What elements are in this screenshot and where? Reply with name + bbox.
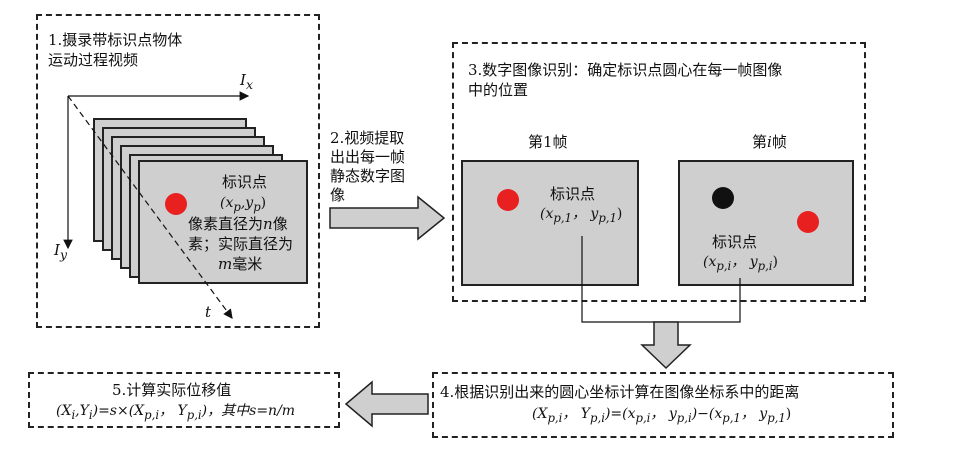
arrow-to-step5 bbox=[344, 380, 429, 428]
pixel-diameter-line1: 像素直径为n像 bbox=[188, 215, 288, 233]
frame1-marker-label: 标识点 bbox=[550, 185, 596, 203]
framei-label: 第i帧 bbox=[752, 133, 787, 151]
frame-i-previous-dot bbox=[712, 187, 734, 209]
frame1-marker-dot bbox=[497, 189, 519, 211]
video-frame-front bbox=[138, 160, 308, 284]
step2-line1: 2.视频提取 bbox=[330, 129, 405, 147]
arrow-to-step3 bbox=[329, 195, 446, 241]
step4-title: 4.根据识别出来的圆心坐标计算在图像坐标系中的距离 bbox=[440, 383, 800, 401]
step2-line2: 出出每一帧 bbox=[330, 148, 406, 166]
frame-i bbox=[678, 160, 854, 286]
frame-1 bbox=[461, 160, 639, 286]
framei-marker-coord: (xp,i， yp,i) bbox=[703, 254, 778, 273]
marker-coord: (xp,yp) bbox=[220, 195, 267, 214]
marker-label: 标识点 bbox=[222, 173, 268, 191]
step1-title-line1: 1.摄录带标识点物体 bbox=[48, 31, 183, 49]
step3-title-line2: 中的位置 bbox=[468, 81, 529, 99]
step1-title-line2: 运动过程视频 bbox=[48, 51, 139, 69]
frame-connector bbox=[581, 236, 741, 323]
frame1-marker-coord: (xp,1， yp,1) bbox=[540, 206, 623, 225]
frame-i-marker-dot bbox=[797, 211, 819, 233]
step1-box bbox=[36, 14, 320, 328]
step2-line4: 像 bbox=[330, 186, 346, 204]
axis-y-label: Iy bbox=[54, 241, 67, 262]
pixel-diameter-line2: 素；实际直径为 bbox=[188, 235, 294, 253]
step4-box bbox=[432, 372, 894, 438]
step5-formula: (Xi,Yi)=s×(Xp,i， Yp,i)，其中s=n/m bbox=[56, 403, 296, 422]
frame1-label: 第1帧 bbox=[528, 133, 568, 151]
step2-line3: 静态数字图 bbox=[330, 167, 406, 185]
arrow-to-step4 bbox=[640, 321, 692, 370]
axis-x-label: Ix bbox=[240, 71, 253, 92]
framei-marker-label: 标识点 bbox=[712, 233, 758, 251]
axis-t-label: t bbox=[205, 303, 212, 321]
step4-formula: (Xp,i， Yp,i)=(xp,i， yp,i)−(xp,1， yp,1) bbox=[532, 406, 792, 425]
marker-dot bbox=[165, 193, 187, 215]
step3-title-line1: 3.数字图像识别：确定标识点圆心在每一帧图像 bbox=[468, 61, 783, 79]
axis-t-line bbox=[67, 95, 233, 319]
pixel-diameter-line3: m毫米 bbox=[218, 255, 263, 273]
step5-title: 5.计算实际位移值 bbox=[112, 381, 232, 399]
step3-box bbox=[452, 42, 866, 302]
step5-box bbox=[28, 372, 340, 428]
